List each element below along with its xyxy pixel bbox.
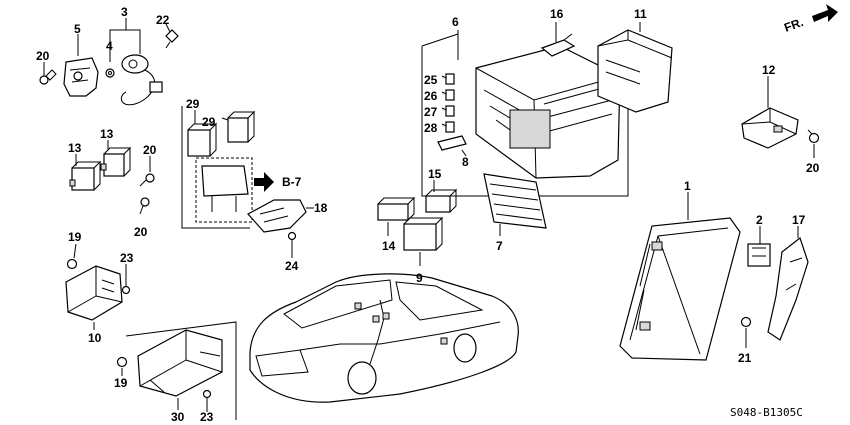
label-30: 30 bbox=[171, 410, 185, 424]
part-2-connector bbox=[747, 243, 771, 267]
part-12-relay bbox=[741, 107, 799, 149]
label-11: 11 bbox=[634, 7, 647, 21]
part-29-relay-b bbox=[227, 110, 256, 143]
part-30-control-unit bbox=[137, 329, 223, 397]
part-20-bolt-b bbox=[139, 173, 155, 187]
fr-direction-label: FR. bbox=[782, 15, 805, 35]
part-21-bolt bbox=[740, 316, 752, 336]
label-20-a: 20 bbox=[36, 49, 50, 63]
fuse-stack-25-28 bbox=[445, 73, 455, 133]
label-22: 22 bbox=[156, 13, 170, 27]
part-18-bracket bbox=[247, 199, 307, 233]
part-19-bolt-a bbox=[66, 258, 78, 270]
part-4-washer bbox=[105, 68, 115, 78]
label-17: 17 bbox=[792, 213, 806, 227]
part-19-bolt-b bbox=[116, 356, 128, 368]
label-13-b: 13 bbox=[100, 127, 114, 141]
label-23-a: 23 bbox=[120, 251, 134, 265]
label-10: 10 bbox=[88, 331, 102, 345]
label-20-b: 20 bbox=[143, 143, 157, 157]
label-19-a: 19 bbox=[68, 230, 82, 244]
part-8-fuse-puller bbox=[437, 135, 467, 151]
reference-arrow bbox=[254, 172, 274, 192]
part-14-relay bbox=[377, 196, 416, 221]
part-5-bracket bbox=[63, 57, 99, 97]
label-6: 6 bbox=[452, 15, 459, 29]
label-7: 7 bbox=[496, 239, 503, 253]
label-3: 3 bbox=[121, 5, 128, 19]
part-30-frame bbox=[125, 321, 237, 420]
label-29-b: 29 bbox=[202, 115, 216, 129]
label-1: 1 bbox=[684, 179, 691, 193]
part-24-bolt bbox=[287, 231, 297, 248]
part-13-relay-a bbox=[69, 160, 102, 191]
relay-group-frame bbox=[181, 106, 250, 229]
callout-labels: 3 22 5 4 20 13 13 20 20 29 29 B-7 18 24 … bbox=[36, 5, 820, 424]
label-21: 21 bbox=[738, 351, 752, 365]
label-23-b: 23 bbox=[200, 410, 214, 424]
label-25: 25 bbox=[424, 73, 438, 87]
part-13-relay-b bbox=[100, 146, 132, 177]
part-20-bolt-c bbox=[139, 197, 150, 215]
part-6-fuse-box bbox=[475, 45, 621, 179]
part-16-connector bbox=[540, 33, 576, 57]
part-29-relay-a bbox=[187, 122, 218, 157]
label-20-d: 20 bbox=[806, 161, 820, 175]
part-15-relay bbox=[425, 188, 458, 213]
part-3-sensor-harness bbox=[120, 54, 163, 106]
part-23-bolt-b bbox=[202, 389, 212, 404]
reference-label: B-7 bbox=[282, 175, 302, 189]
label-26: 26 bbox=[424, 89, 438, 103]
part-23-bolt-a bbox=[121, 285, 131, 295]
label-4: 4 bbox=[106, 39, 113, 53]
part-1-ecu bbox=[619, 217, 741, 361]
part-7-cover bbox=[483, 173, 547, 229]
label-27: 27 bbox=[424, 105, 438, 119]
label-14: 14 bbox=[382, 239, 396, 253]
part-10-unit bbox=[65, 265, 123, 321]
leader-lines bbox=[43, 18, 815, 412]
part-17-bracket bbox=[767, 237, 809, 341]
label-28: 28 bbox=[424, 121, 438, 135]
car-outline bbox=[249, 273, 519, 403]
part-9-relay bbox=[403, 216, 444, 251]
label-29-a: 29 bbox=[186, 97, 200, 111]
label-2: 2 bbox=[756, 213, 763, 227]
label-8: 8 bbox=[462, 155, 469, 169]
part-20-bolt-d bbox=[807, 129, 820, 144]
relay-socket-dashed bbox=[195, 157, 253, 223]
label-13-a: 13 bbox=[68, 141, 82, 155]
diagram-code: S048-B1305C bbox=[730, 406, 803, 419]
label-19-b: 19 bbox=[114, 376, 128, 390]
label-15: 15 bbox=[428, 167, 442, 181]
part-11-module bbox=[597, 29, 673, 113]
label-5: 5 bbox=[74, 22, 81, 36]
label-9: 9 bbox=[416, 271, 423, 285]
part-22-bolt bbox=[165, 29, 179, 49]
part-20-bolt-a bbox=[39, 69, 57, 85]
label-16: 16 bbox=[550, 7, 564, 21]
fr-direction-arrow bbox=[812, 4, 838, 22]
label-18: 18 bbox=[314, 201, 328, 215]
label-20-c: 20 bbox=[134, 225, 148, 239]
label-12: 12 bbox=[762, 63, 776, 77]
label-24: 24 bbox=[285, 259, 299, 273]
